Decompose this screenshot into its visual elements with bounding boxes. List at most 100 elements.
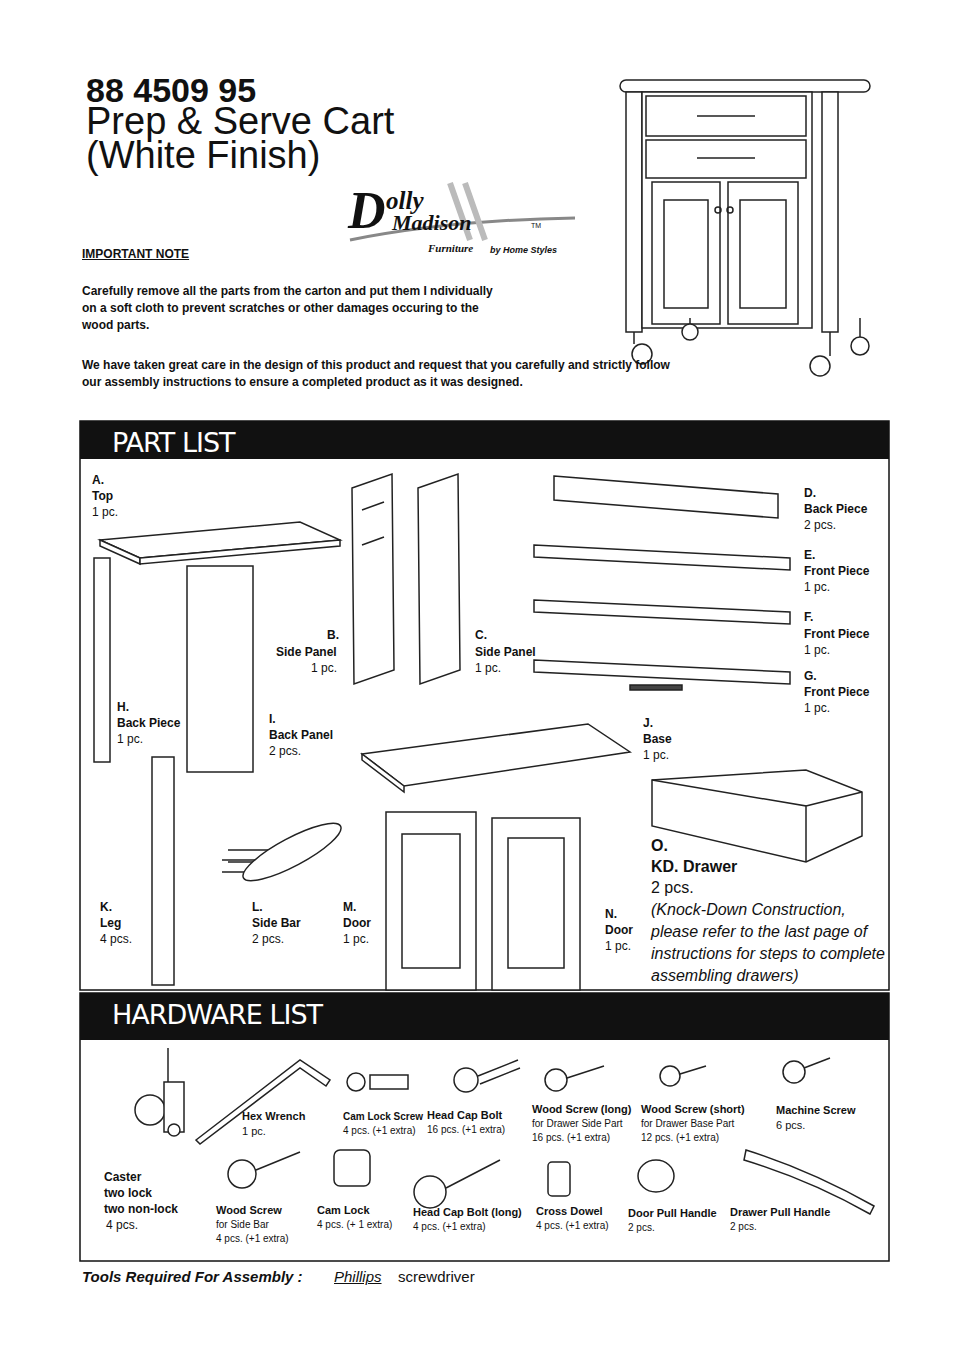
drawing-stroke [664, 200, 708, 308]
part-label: M. [343, 900, 356, 914]
drawing-stroke [492, 818, 580, 990]
drawing-stroke [446, 1160, 500, 1188]
part-label: L. [252, 900, 263, 914]
part-label: 1 pc. [804, 701, 830, 715]
drawing-stroke [630, 685, 682, 690]
part-label: Machine Screw [776, 1104, 855, 1117]
part-label: Door [605, 923, 633, 937]
drawing-stroke [418, 474, 460, 684]
title: Prep & Serve Cart (White Finish) [86, 104, 426, 172]
part-label: Top [92, 489, 113, 503]
section-band: PART LIST [80, 421, 889, 459]
drawing-stroke [534, 545, 790, 570]
part-label: Caster [104, 1170, 141, 1184]
drawing-stroke [744, 1150, 874, 1214]
drawing-stroke [715, 207, 721, 213]
part-label: Madison [392, 210, 471, 236]
part-label: 2 pcs. [804, 518, 836, 532]
part-label: We have taken great care in the design o… [82, 357, 692, 391]
drawing-stroke [548, 1162, 570, 1196]
part-label: Base [643, 732, 672, 746]
drawing-stroke [554, 476, 778, 518]
part-label: Front Piece [804, 685, 869, 699]
part-label: K. [100, 900, 112, 914]
part-label: Head Cap Bolt (long) [413, 1206, 522, 1219]
part-label: Door Pull Handle [628, 1207, 717, 1220]
part-label: Carefully remove all the parts from the … [82, 283, 497, 334]
drawing-stroke [652, 182, 720, 324]
part-label: Wood Screw (short) [641, 1103, 745, 1116]
part-label: Head Cap Bolt [427, 1109, 502, 1122]
part-label: Wood Screw [216, 1204, 282, 1217]
drawing-stroke [167, 1048, 169, 1082]
part-label: 1 pc. [804, 643, 830, 657]
part-label: Back Piece [804, 502, 867, 516]
part-label: Phillips [334, 1268, 382, 1286]
drawing-stroke [783, 1061, 805, 1083]
drawing-stroke [362, 754, 404, 792]
drawing-stroke [362, 502, 384, 545]
part-label: Hex Wrench [242, 1110, 305, 1123]
part-label: 12 pcs. (+1 extra) [641, 1132, 719, 1144]
part-label: Side Panel [475, 645, 536, 659]
drawing-stroke [728, 182, 798, 324]
part-label: IMPORTANT NOTE [82, 247, 189, 261]
drawing-stroke [638, 1160, 674, 1192]
drawing-stroke [370, 1075, 408, 1089]
part-label: TM [531, 222, 541, 230]
part-label: 1 pc. [311, 661, 337, 675]
drawing-stroke [642, 92, 812, 328]
part-label: Furniture [428, 242, 473, 255]
drawing-stroke [135, 1048, 874, 1214]
part-label: A. [92, 473, 104, 487]
part-label: 2 pcs. [730, 1221, 757, 1233]
part-label: 4 pcs. [106, 1218, 138, 1232]
drawing-stroke [567, 1066, 604, 1078]
part-label: (Knock-Down Construction, please refer t… [651, 899, 887, 987]
part-label: 1 pc. [343, 932, 369, 946]
drawing-stroke [534, 660, 790, 684]
drawing-stroke [196, 1060, 330, 1144]
part-label: D [348, 180, 386, 242]
drawing-stroke [740, 200, 786, 308]
drawing-stroke [851, 337, 869, 355]
part-label: for Drawer Side Part [532, 1118, 623, 1130]
drawing-stroke [534, 600, 790, 624]
drawing-stroke [680, 1066, 706, 1074]
drawing-stroke [660, 1066, 680, 1086]
drawing-stroke [94, 558, 110, 762]
part-label: 16 pcs. (+1 extra) [427, 1124, 505, 1136]
part-label: Back Piece [117, 716, 180, 730]
part-label: I. [269, 712, 276, 726]
part-label: E. [804, 548, 815, 562]
part-label: Side Panel [276, 645, 337, 659]
drawing-stroke [152, 757, 174, 985]
drawing-stroke [620, 80, 870, 92]
part-label: for Drawer Base Part [641, 1118, 734, 1130]
drawing-stroke [727, 207, 733, 213]
drawing-stroke [362, 724, 630, 786]
part-label: 1 pc. [242, 1125, 266, 1138]
part-label: H. [117, 700, 129, 714]
part-label: Front Piece [804, 627, 869, 641]
part-label: Front Piece [804, 564, 869, 578]
part-label: Leg [100, 916, 121, 930]
part-label: 1 pc. [92, 505, 118, 519]
part-label: D. [804, 486, 816, 500]
drawing-stroke [168, 1124, 180, 1136]
part-label: 2 pcs. [252, 932, 284, 946]
part-label: 4 pcs. (+1 extra) [536, 1220, 609, 1232]
part-label: Wood Screw (long) [532, 1103, 631, 1116]
part-label: 88 4509 95 [86, 70, 256, 111]
part-label: C. [475, 628, 487, 642]
drawing-stroke [334, 1150, 370, 1186]
drawing-stroke [478, 1060, 520, 1084]
drawing-stroke [652, 780, 862, 862]
part-label: two non-lock [104, 1202, 178, 1216]
part-label: 2 pcs. [651, 878, 694, 897]
drawing-stroke [414, 1176, 446, 1208]
part-label: KD. Drawer [651, 857, 737, 876]
part-label: for Side Bar [216, 1219, 269, 1231]
drawing-stroke [386, 812, 476, 990]
drawing-stroke [135, 1095, 165, 1125]
